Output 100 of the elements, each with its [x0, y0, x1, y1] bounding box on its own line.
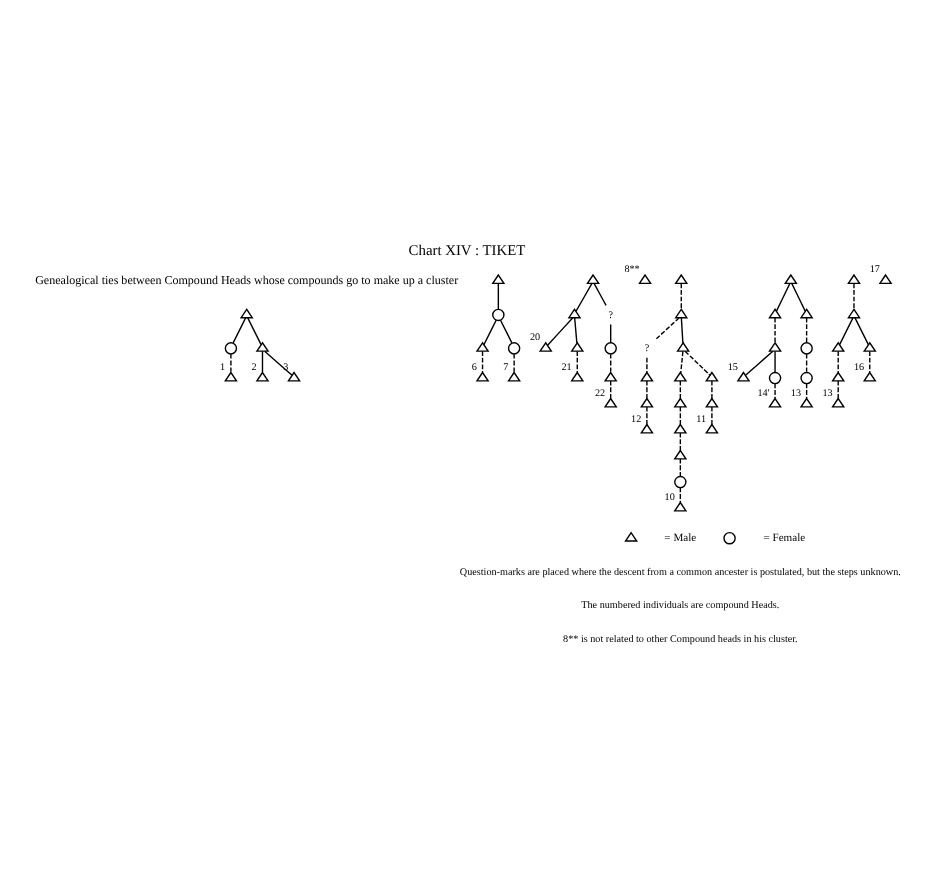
connector: [546, 316, 574, 345]
node-triangle: [847, 307, 861, 318]
node-triangle: [676, 340, 690, 351]
node-triangle: [538, 340, 553, 351]
connector: [610, 352, 612, 373]
connector: [610, 322, 612, 343]
node-circle: [768, 370, 782, 384]
connector: [775, 281, 791, 311]
connector: [774, 349, 776, 372]
node-triangle: [705, 370, 719, 381]
connector: [483, 318, 497, 345]
connector: [497, 281, 500, 309]
node-triangle: [799, 307, 814, 318]
node-triangle: [862, 340, 877, 351]
node-triangle: [638, 272, 652, 284]
connector: [869, 349, 871, 372]
node-triangle: [705, 396, 719, 407]
node-triangle: [640, 370, 654, 381]
node-triangle: [736, 370, 751, 381]
connector: [513, 352, 515, 373]
node-triangle: [239, 307, 254, 318]
node-triangle: [287, 370, 301, 381]
node-triangle: [567, 307, 582, 318]
connector: [680, 281, 682, 309]
node-triangle: [640, 396, 654, 407]
connector: [646, 405, 648, 425]
node-triangle: [674, 307, 689, 318]
node-triangle: [862, 370, 877, 381]
connector: [679, 457, 682, 477]
connector: [576, 349, 578, 372]
node-triangle: [799, 396, 814, 407]
node-triangle: [673, 396, 688, 407]
node-circle: [674, 474, 687, 488]
connector: [646, 356, 648, 372]
connector: [679, 379, 682, 399]
node-circle: [492, 307, 505, 321]
connector: [610, 379, 612, 399]
node-triangle: [783, 272, 798, 284]
node-triangle: [847, 272, 861, 284]
connector: [247, 316, 262, 345]
node-triangle: [674, 272, 689, 284]
connector: [853, 281, 855, 309]
connector: [499, 318, 513, 343]
connector: [838, 316, 854, 345]
node-triangle: [768, 307, 782, 318]
node-circle: [224, 341, 238, 354]
connector: [230, 352, 232, 373]
node-triangle: [768, 340, 782, 351]
node-triangle: [673, 500, 688, 511]
connector: [805, 352, 808, 373]
connector: [232, 316, 247, 343]
node-triangle: [224, 370, 238, 381]
connector: [646, 379, 648, 399]
node-triangle: [673, 422, 688, 433]
node-circle: [507, 341, 521, 354]
node-triangle: [507, 370, 521, 381]
node-triangle: [255, 370, 270, 381]
connector: [481, 349, 484, 372]
connector: [837, 379, 839, 399]
node-triangle: [603, 370, 618, 381]
node-triangle: [768, 396, 782, 407]
node-triangle: [831, 340, 846, 351]
connector: [261, 349, 264, 372]
node-triangle: [570, 370, 585, 381]
node-triangle: [475, 370, 490, 381]
connector: [573, 316, 578, 343]
connector: [680, 349, 684, 373]
node-circle: [604, 341, 617, 354]
node-triangle: [831, 370, 846, 381]
node-triangle: [640, 422, 654, 433]
connector: [805, 381, 808, 398]
diagram-title: Chart XIV : TIKET: [408, 240, 526, 259]
node-triangle: [831, 396, 846, 407]
node-circle: [800, 341, 813, 354]
node-triangle: [570, 340, 585, 351]
node-triangle: [586, 272, 600, 284]
connector: [679, 485, 682, 502]
connector: [837, 349, 839, 372]
node-triangle: [705, 422, 719, 433]
node-triangle: [878, 272, 893, 284]
connector: [805, 316, 808, 343]
connector: [744, 349, 774, 376]
node-triangle: [673, 448, 688, 459]
connector: [711, 379, 713, 399]
connector: [774, 316, 776, 343]
node-circle: [800, 370, 813, 384]
connector: [679, 405, 682, 425]
connector: [679, 431, 682, 451]
connector: [264, 349, 293, 376]
node-triangle: [673, 370, 688, 381]
connector: [575, 281, 593, 312]
connector: [791, 281, 806, 311]
connector: [854, 316, 870, 345]
connector: [593, 281, 607, 306]
node-triangle: [603, 396, 618, 407]
connector: [680, 316, 684, 343]
node-triangle: [491, 272, 506, 284]
node-triangle: [475, 340, 490, 351]
node-triangle: [255, 340, 270, 351]
connector: [711, 405, 713, 425]
